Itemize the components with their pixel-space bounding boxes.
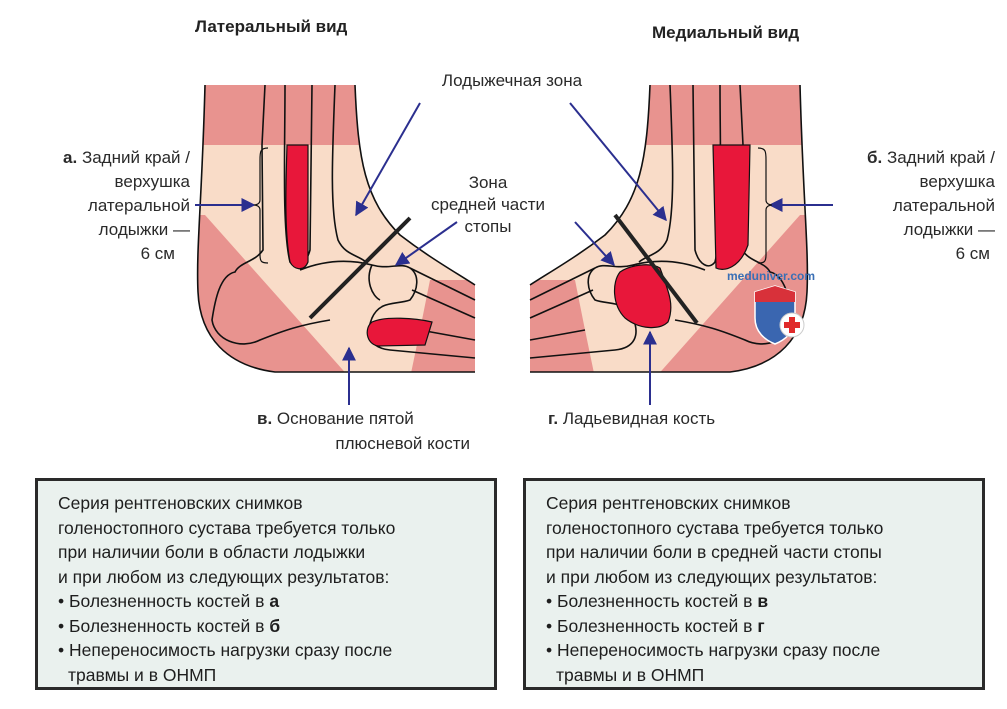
list-item: • Непереносимость нагрузки сразу после [546, 640, 881, 660]
lateral-malleolus-zone [285, 144, 309, 270]
midfoot-zone-label-3: стопы [465, 217, 512, 236]
medial-foot-illustration: meduniver.com [515, 80, 815, 380]
svg-text:б. Задний край /: б. Задний край / [867, 148, 995, 167]
lateral-foot-illustration [190, 80, 490, 380]
label-g: г. Ладьевидная кость [548, 409, 715, 428]
label-v: в. Основание пятой плюсневой кости [257, 409, 470, 453]
midfoot-boundary-line [613, 213, 699, 325]
svg-text:верхушка: верхушка [920, 172, 996, 191]
svg-text:плюсневой кости: плюсневой кости [335, 434, 470, 453]
midfoot-zone-label-2: средней части [431, 195, 545, 214]
svg-text:верхушка: верхушка [115, 172, 191, 191]
midfoot-boundary-line [308, 216, 412, 320]
navicular-zone [614, 264, 672, 329]
arrow-midfoot-left [394, 221, 458, 266]
watermark-logo: meduniver.com [727, 269, 815, 345]
arrow-midfoot-right [574, 221, 615, 267]
midfoot-zone-label-1: Зона [469, 173, 508, 192]
medial-criteria-box: Серия рентгеновских снимков голеностопно… [523, 478, 985, 690]
watermark-text: meduniver.com [727, 269, 815, 283]
list-item: • Болезненность костей в б [58, 615, 281, 636]
pointer-arrows [195, 102, 833, 405]
svg-text:латеральной: латеральной [893, 196, 995, 215]
malleolar-zone-label: Лодыжечная зона [442, 71, 583, 90]
lateral-view-title: Латеральный вид [195, 17, 348, 36]
fifth-metatarsal-base-zone [366, 317, 433, 347]
brackets [253, 147, 773, 264]
svg-text:лодыжки —: лодыжки — [99, 220, 190, 239]
svg-text:а. Задний край /: а. Задний край / [63, 148, 190, 167]
list-item: • Болезненность костей в а [58, 591, 280, 611]
ankle-diagram: Латеральный вид Медиальный вид meduniver… [63, 17, 996, 453]
list-item: • Болезненность костей в в [546, 591, 769, 611]
arrow-malleolar-right [569, 102, 667, 222]
svg-text:лодыжки —: лодыжки — [904, 220, 995, 239]
svg-text:в. Основание пятой: в. Основание пятой [257, 409, 414, 428]
svg-text:6 см: 6 см [141, 244, 175, 263]
medial-malleolus-zone [712, 144, 751, 270]
list-item: • Непереносимость нагрузки сразу после [58, 640, 393, 660]
red-cross-icon [784, 317, 800, 333]
svg-text:латеральной: латеральной [88, 196, 190, 215]
lateral-criteria-box: Серия рентгеновских снимков голеностопно… [35, 478, 497, 690]
svg-text:6 см: 6 см [956, 244, 990, 263]
label-a: а. Задний край / верхушка латеральной ло… [63, 148, 191, 263]
medial-view-title: Медиальный вид [652, 23, 799, 42]
label-b: б. Задний край / верхушка латеральной ло… [867, 148, 996, 263]
arrow-malleolar-left [355, 102, 421, 217]
list-item: • Болезненность костей в г [546, 615, 765, 636]
